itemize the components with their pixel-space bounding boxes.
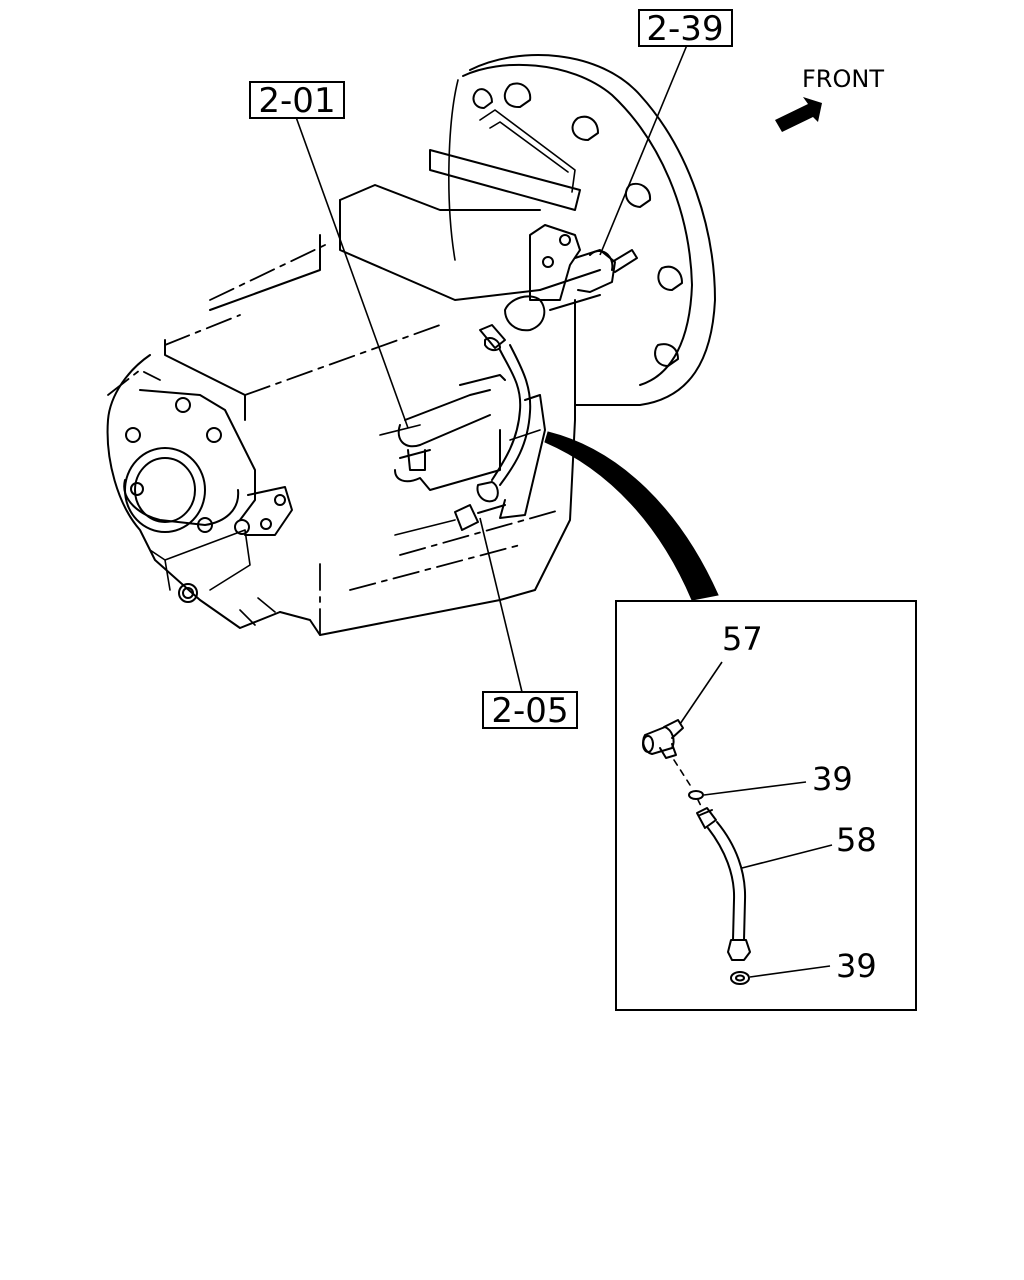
part-number-58: 58: [836, 821, 877, 859]
part-57-fitting: 57: [642, 620, 763, 759]
ref-label-2-05: 2-05: [479, 517, 578, 731]
part-number-57: 57: [722, 620, 763, 658]
front-label: FRONT: [802, 65, 884, 93]
part-number-39-upper: 39: [812, 760, 853, 798]
ref-text-2-39: 2-39: [646, 9, 723, 49]
part-number-39-lower: 39: [836, 947, 877, 985]
detail-inset: 57 39 58 39: [615, 600, 917, 1011]
ref-label-2-39: 2-39: [599, 9, 733, 256]
front-indicator: FRONT: [775, 65, 884, 132]
ref-text-2-01: 2-01: [258, 81, 335, 121]
front-arrow-icon: [775, 97, 822, 132]
part-58-tube: 58: [696, 807, 877, 961]
ref-label-2-01: 2-01: [249, 81, 409, 429]
ref-text-2-05: 2-05: [491, 691, 568, 731]
transmission-assembly: [106, 54, 716, 636]
part-39-upper-washer: 39: [688, 760, 853, 800]
part-39-lower-washer: 39: [730, 947, 877, 985]
